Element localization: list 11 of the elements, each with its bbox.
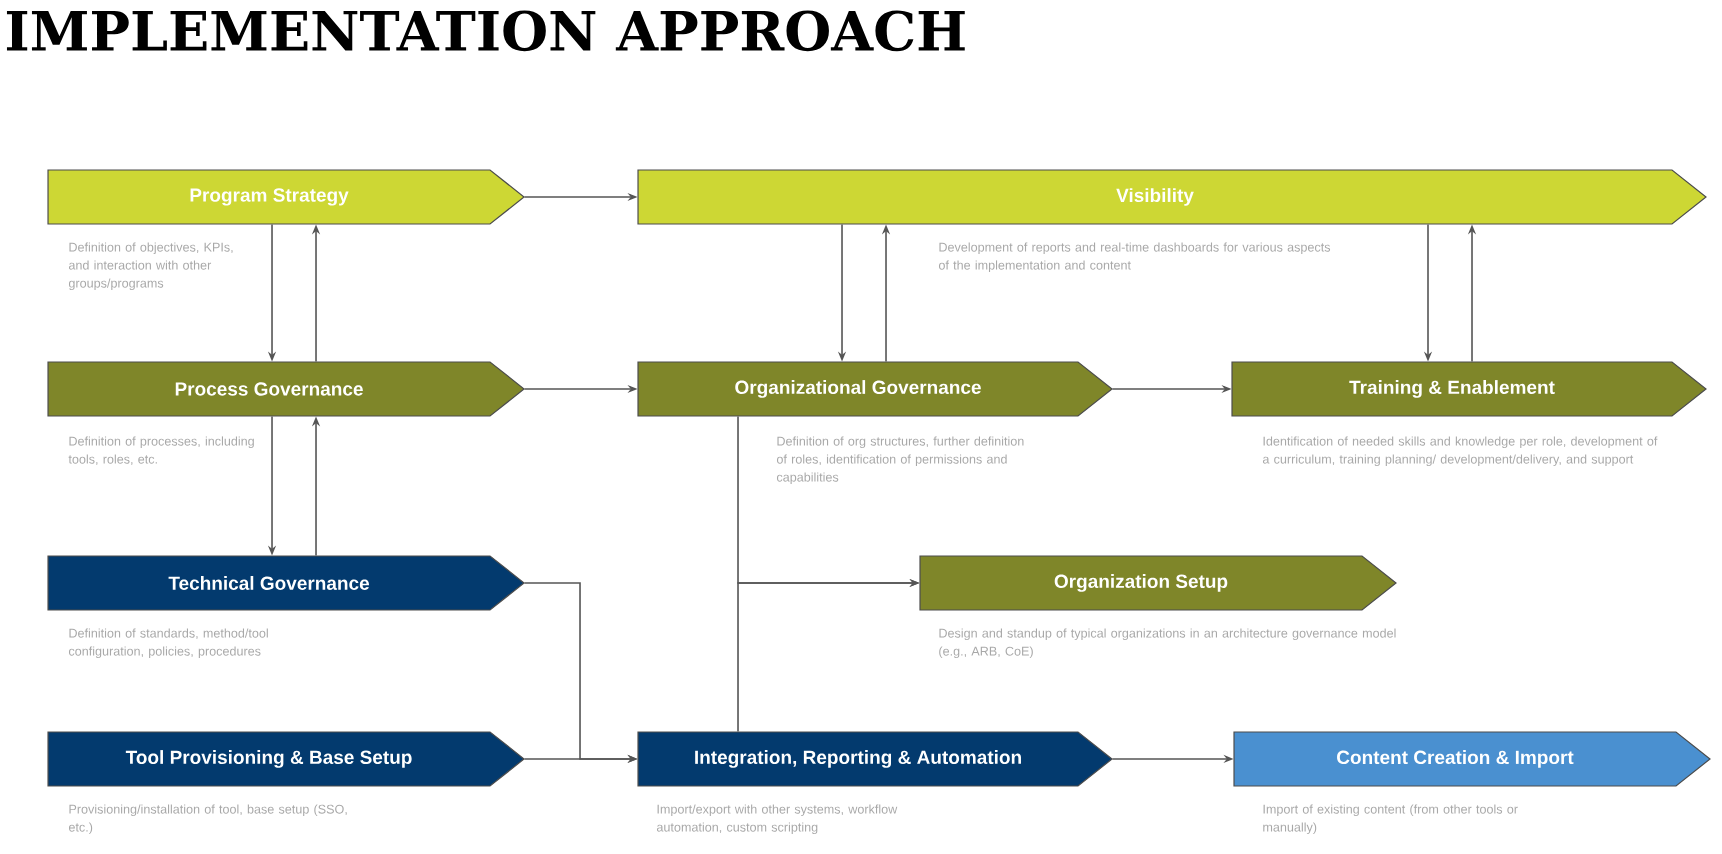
arrow-box: Tool Provisioning & Base Setup <box>47 731 525 787</box>
arrow-box: Content Creation & Import <box>1233 731 1711 787</box>
title: IMPLEMENTATION APPROACH <box>6 10 965 52</box>
arrow-box: Process Governance <box>47 361 525 417</box>
arrow-box: Visibility <box>637 169 1707 225</box>
arrow-box: Integration, Reporting & Automation <box>637 731 1113 787</box>
arrow-box: Organizational Governance <box>637 361 1113 417</box>
arrow-box: Program Strategy <box>47 169 525 225</box>
arrow-box: Organization Setup <box>919 555 1397 611</box>
arrow-box: Training & Enablement <box>1231 361 1707 417</box>
arrow-box: Technical Governance <box>47 555 525 611</box>
